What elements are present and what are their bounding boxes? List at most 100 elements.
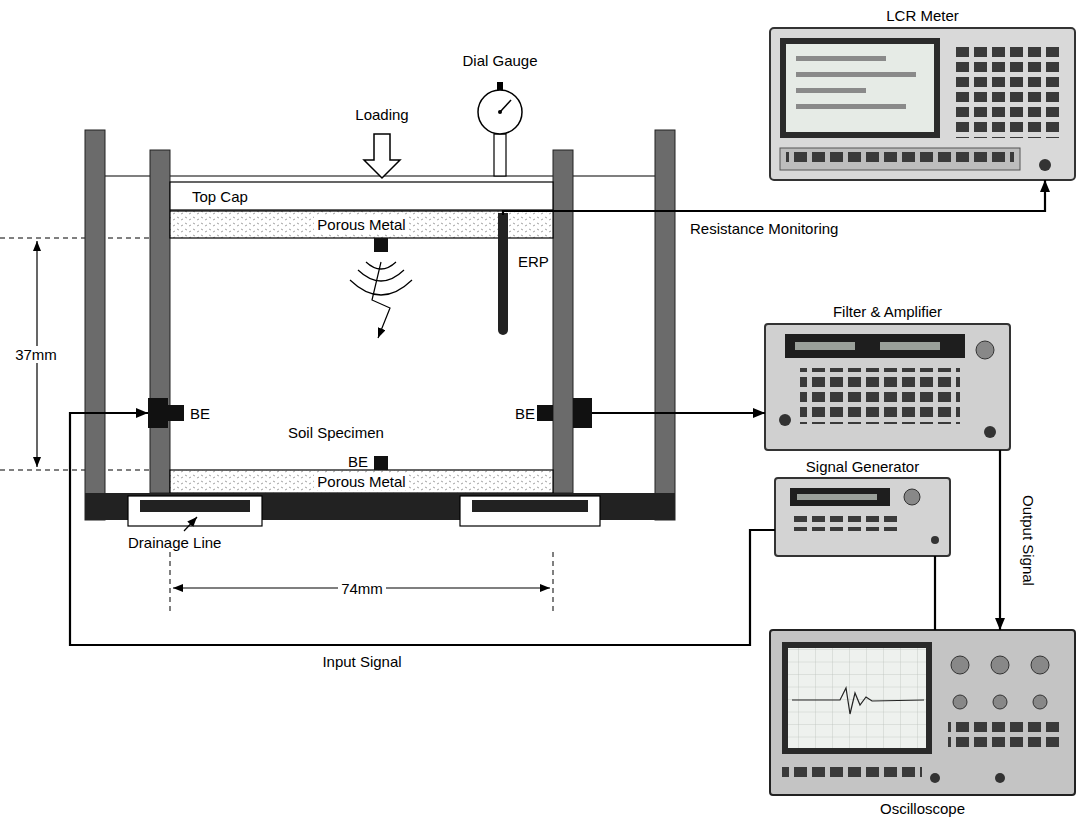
device-panel	[770, 28, 1075, 180]
part-label: Top Cap	[192, 188, 248, 205]
bender-element: BE	[148, 398, 218, 428]
knob	[993, 695, 1007, 709]
device-panel	[765, 324, 1010, 450]
resistance-probe: ERP	[494, 215, 554, 340]
cell-wall	[553, 150, 573, 493]
signal-generator-body	[775, 478, 950, 556]
wave-arrow	[372, 262, 390, 338]
display-digits	[880, 342, 940, 350]
knob	[976, 341, 994, 359]
gauge-pivot	[498, 110, 502, 114]
dimension-extension	[0, 238, 150, 239]
drainage-bar	[140, 500, 250, 512]
bender-element-square	[168, 405, 184, 421]
filter-amplifier: Filter & Amplifier	[765, 300, 1010, 450]
part-label: Loading	[355, 106, 408, 123]
part-label: BE	[515, 405, 535, 422]
screen-grid	[788, 648, 926, 748]
buttons	[782, 766, 922, 782]
display	[790, 488, 890, 506]
knob	[1031, 656, 1049, 674]
screen	[788, 648, 926, 748]
input-connector	[779, 414, 791, 426]
instrument-label: Oscilloscope	[880, 800, 965, 817]
screen-line	[796, 72, 916, 77]
display-digits	[795, 342, 855, 350]
waveform	[792, 688, 924, 714]
buttons	[790, 516, 898, 531]
porous-metal	[170, 470, 553, 493]
filter-amplifier-body	[765, 324, 1010, 450]
leader-line	[184, 517, 197, 531]
gauge-stem	[494, 134, 506, 176]
bender-element-square	[374, 456, 388, 470]
dimension-label: 37mm	[12, 346, 60, 363]
bender-element: BE	[515, 398, 592, 428]
dimension-extension	[553, 552, 554, 614]
soil-specimen: Soil Specimen	[170, 238, 553, 470]
buttons	[786, 152, 1014, 166]
frame-post	[655, 130, 675, 520]
instrument-label: Signal Generator	[806, 458, 919, 475]
input-connector	[930, 773, 940, 783]
terminal	[1039, 159, 1051, 171]
signal-wire	[934, 556, 936, 630]
top-cap	[170, 182, 553, 210]
oscilloscope: Oscilloscope	[770, 630, 1075, 822]
screen	[786, 44, 934, 132]
porous-metal	[170, 211, 553, 238]
device-panel	[775, 478, 950, 556]
output-connector	[931, 536, 939, 544]
gauge-needle	[500, 100, 511, 112]
instrument-label: LCR Meter	[886, 7, 959, 24]
display	[785, 334, 965, 358]
wire-label: Input Signal	[322, 653, 401, 670]
signal-wire	[70, 413, 775, 645]
screen-bezel	[780, 38, 940, 138]
control-strip	[780, 148, 1020, 170]
display-digits	[797, 494, 877, 500]
bender-element-square	[537, 405, 553, 421]
wire-label: Resistance Monitoring	[690, 220, 838, 237]
part-label: Porous Metal	[314, 216, 408, 233]
buttons	[800, 368, 960, 424]
part-label: Porous Metal	[314, 473, 408, 490]
screen-line	[796, 88, 866, 93]
oscilloscope-body	[770, 630, 1075, 795]
loading-arrow	[364, 134, 400, 178]
dimension-label: 74mm	[338, 580, 386, 597]
signal-generator: Signal Generator	[775, 456, 950, 556]
part-label: BE	[190, 405, 210, 422]
signal-wire	[592, 412, 765, 414]
input-connector	[995, 773, 1005, 783]
part-label: Soil Specimen	[288, 424, 384, 441]
part-label: ERP	[518, 253, 549, 270]
top-cap-band: Top Cap	[170, 182, 553, 210]
knob	[951, 656, 969, 674]
screen-line	[796, 56, 886, 61]
lcr-meter-body	[770, 28, 1075, 180]
knob	[991, 656, 1009, 674]
drainage-bar	[472, 500, 588, 512]
bender-element-square	[374, 238, 388, 252]
knob	[953, 695, 967, 709]
cell-wall	[150, 150, 170, 493]
part-label: Dial Gauge	[462, 52, 537, 69]
buttons	[948, 722, 1060, 752]
signal-wire	[999, 450, 1001, 630]
lcr-meter: LCR Meter	[770, 4, 1075, 180]
drainage-channel	[460, 496, 600, 526]
signal-wire	[503, 180, 1045, 215]
resistance-probe-rod	[498, 213, 508, 335]
screen-line	[796, 104, 906, 109]
device-panel	[770, 630, 1075, 795]
output-connector	[984, 426, 996, 438]
instrument-label: Filter & Amplifier	[833, 303, 942, 320]
dimension-extension	[0, 470, 150, 471]
bender-element-mount	[573, 398, 592, 428]
part-label: BE	[348, 453, 368, 470]
dimension-extension	[170, 552, 171, 614]
